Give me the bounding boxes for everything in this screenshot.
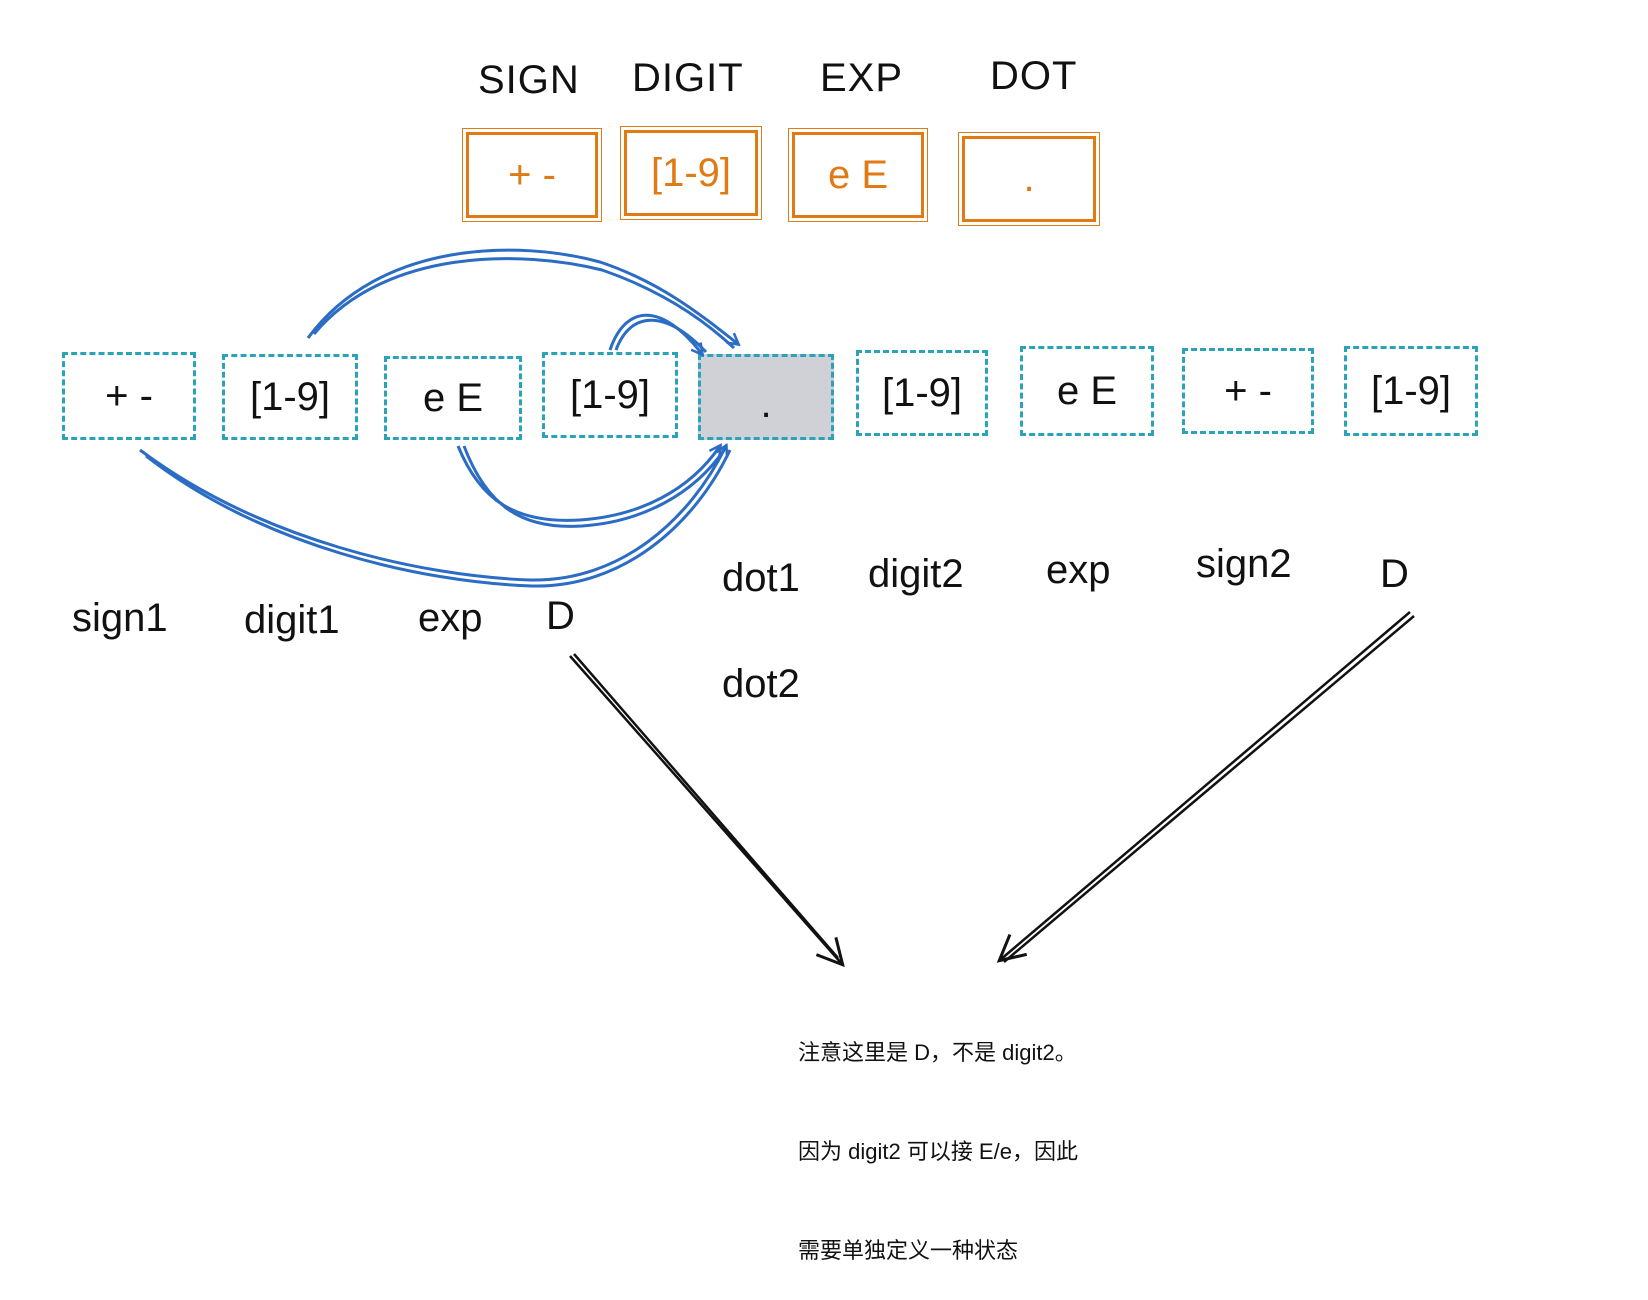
arrow-digit1-to-dot — [306, 248, 738, 350]
seq-box-sign1: + - — [62, 352, 196, 440]
header-digit: DIGIT — [632, 56, 744, 100]
arrow-exp-to-dot — [456, 446, 726, 528]
token-box-dot: . — [958, 132, 1100, 226]
label-d-left: D — [546, 594, 575, 638]
label-exp-right: exp — [1046, 548, 1111, 592]
label-digit2: digit2 — [868, 552, 964, 596]
token-box-digit: [1-9] — [620, 126, 762, 220]
token-box-sign: + - — [462, 128, 602, 222]
label-exp-left: exp — [418, 596, 483, 640]
arrow-d-right-to-note — [1000, 611, 1415, 963]
seq-box-digit1: [1-9] — [222, 354, 358, 440]
arrows-layer — [139, 248, 1415, 1080]
label-dot2: dot2 — [722, 662, 800, 706]
label-sign2: sign2 — [1196, 542, 1292, 586]
arrow-d-left-to-note — [569, 653, 842, 964]
header-dot: DOT — [990, 54, 1078, 98]
note-line-3: 需要单独定义一种状态 — [798, 1238, 1019, 1263]
label-dot1: dot1 — [722, 556, 800, 600]
seq-box-d-left: [1-9] — [542, 352, 678, 438]
arrow-d-left-to-dot — [608, 313, 708, 354]
seq-box-digit2: [1-9] — [856, 350, 988, 436]
header-exp: EXP — [820, 56, 904, 100]
note-line-2: 因为 digit2 可以接 E/e，因此 — [798, 1139, 1078, 1164]
note-line-1: 注意这里是 D，不是 digit2。 — [798, 1040, 1077, 1065]
seq-box-dot: . — [698, 354, 834, 440]
seq-box-exp-left: e E — [384, 356, 522, 440]
seq-box-exp-right: e E — [1020, 346, 1154, 436]
header-sign: SIGN — [478, 58, 580, 102]
seq-box-d-right: [1-9] — [1344, 346, 1478, 436]
token-box-exp: e E — [788, 128, 928, 222]
seq-box-sign2: + - — [1182, 348, 1314, 434]
label-d-right: D — [1380, 552, 1409, 596]
arrow-sign1-to-dot — [139, 446, 732, 588]
label-digit1: digit1 — [244, 598, 340, 642]
label-sign1: sign1 — [72, 596, 168, 640]
